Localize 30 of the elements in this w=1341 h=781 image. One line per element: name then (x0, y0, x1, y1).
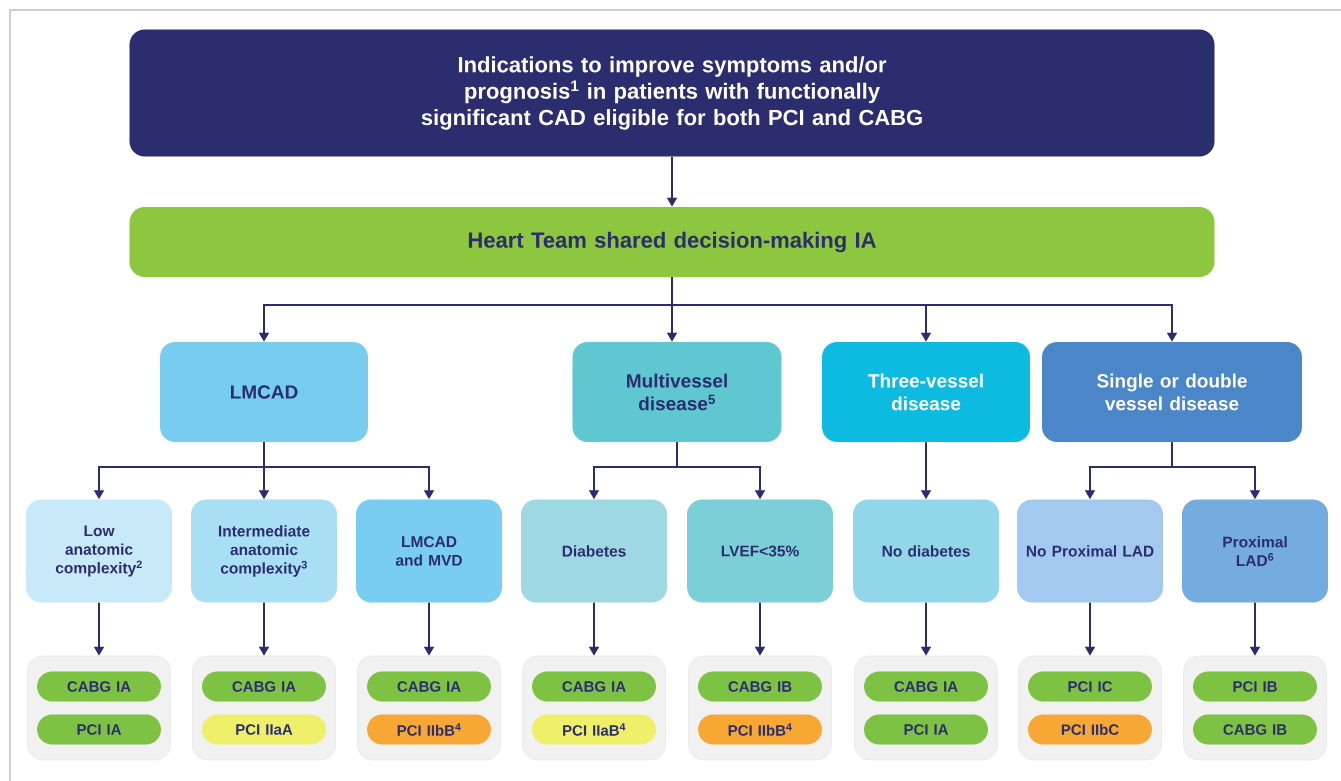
subgroup-box: LVEF<35% (687, 499, 833, 603)
recommendation-pill: CABG IA (367, 671, 491, 702)
recommendation-pill: CABG IA (37, 671, 161, 702)
subgroup-box: No diabetes (853, 499, 999, 603)
recommendation-pill: PCI IIbC (1028, 714, 1152, 745)
recommendation-pill: PCI IIaA (202, 714, 326, 745)
recommendation-pill: PCI IA (37, 714, 161, 745)
recommendation-pill: PCI IC (1028, 671, 1152, 702)
subgroup-box: LMCAD and MVD (356, 499, 502, 603)
subgroup-box: Intermediate anatomic complexity$^{3}$ (191, 499, 337, 603)
recommendation-pill: CABG IA (202, 671, 326, 702)
recommendation-pill: PCI IB (1193, 671, 1317, 702)
subgroup-box: Proximal LAD$^{6}$ (1182, 499, 1328, 603)
decision-box: Heart Team shared decision-making IA (129, 207, 1215, 277)
recommendation-pill: PCI IA (864, 714, 988, 745)
category-box: Single or double vessel disease (1042, 342, 1302, 442)
category-box: Three-vessel disease (822, 342, 1030, 442)
recommendation-pill: CABG IB (1193, 714, 1317, 745)
subgroup-box: No Proximal LAD (1017, 499, 1163, 603)
subgroup-box: Low anatomic complexity$^{2}$ (26, 499, 172, 603)
recommendation-pill: CABG IA (532, 671, 656, 702)
recommendation-pill: CABG IA (864, 671, 988, 702)
recommendation-pill: PCI IIbB$^{4}$ (698, 714, 822, 745)
subgroup-box: Diabetes (521, 499, 667, 603)
category-box: LMCAD (160, 342, 368, 442)
title-box: Indications to improve symptoms and/or prognosis$^{1}$ in patients with functionally significant CAD eligible for both PCI and CABG (129, 29, 1215, 157)
recommendation-pill: PCI IIaB$^{4}$ (532, 714, 656, 745)
recommendation-pill: PCI IIbB$^{4}$ (367, 714, 491, 745)
recommendation-pill: CABG IB (698, 671, 822, 702)
category-box: Multivessel disease$^{5}$ (572, 342, 782, 442)
